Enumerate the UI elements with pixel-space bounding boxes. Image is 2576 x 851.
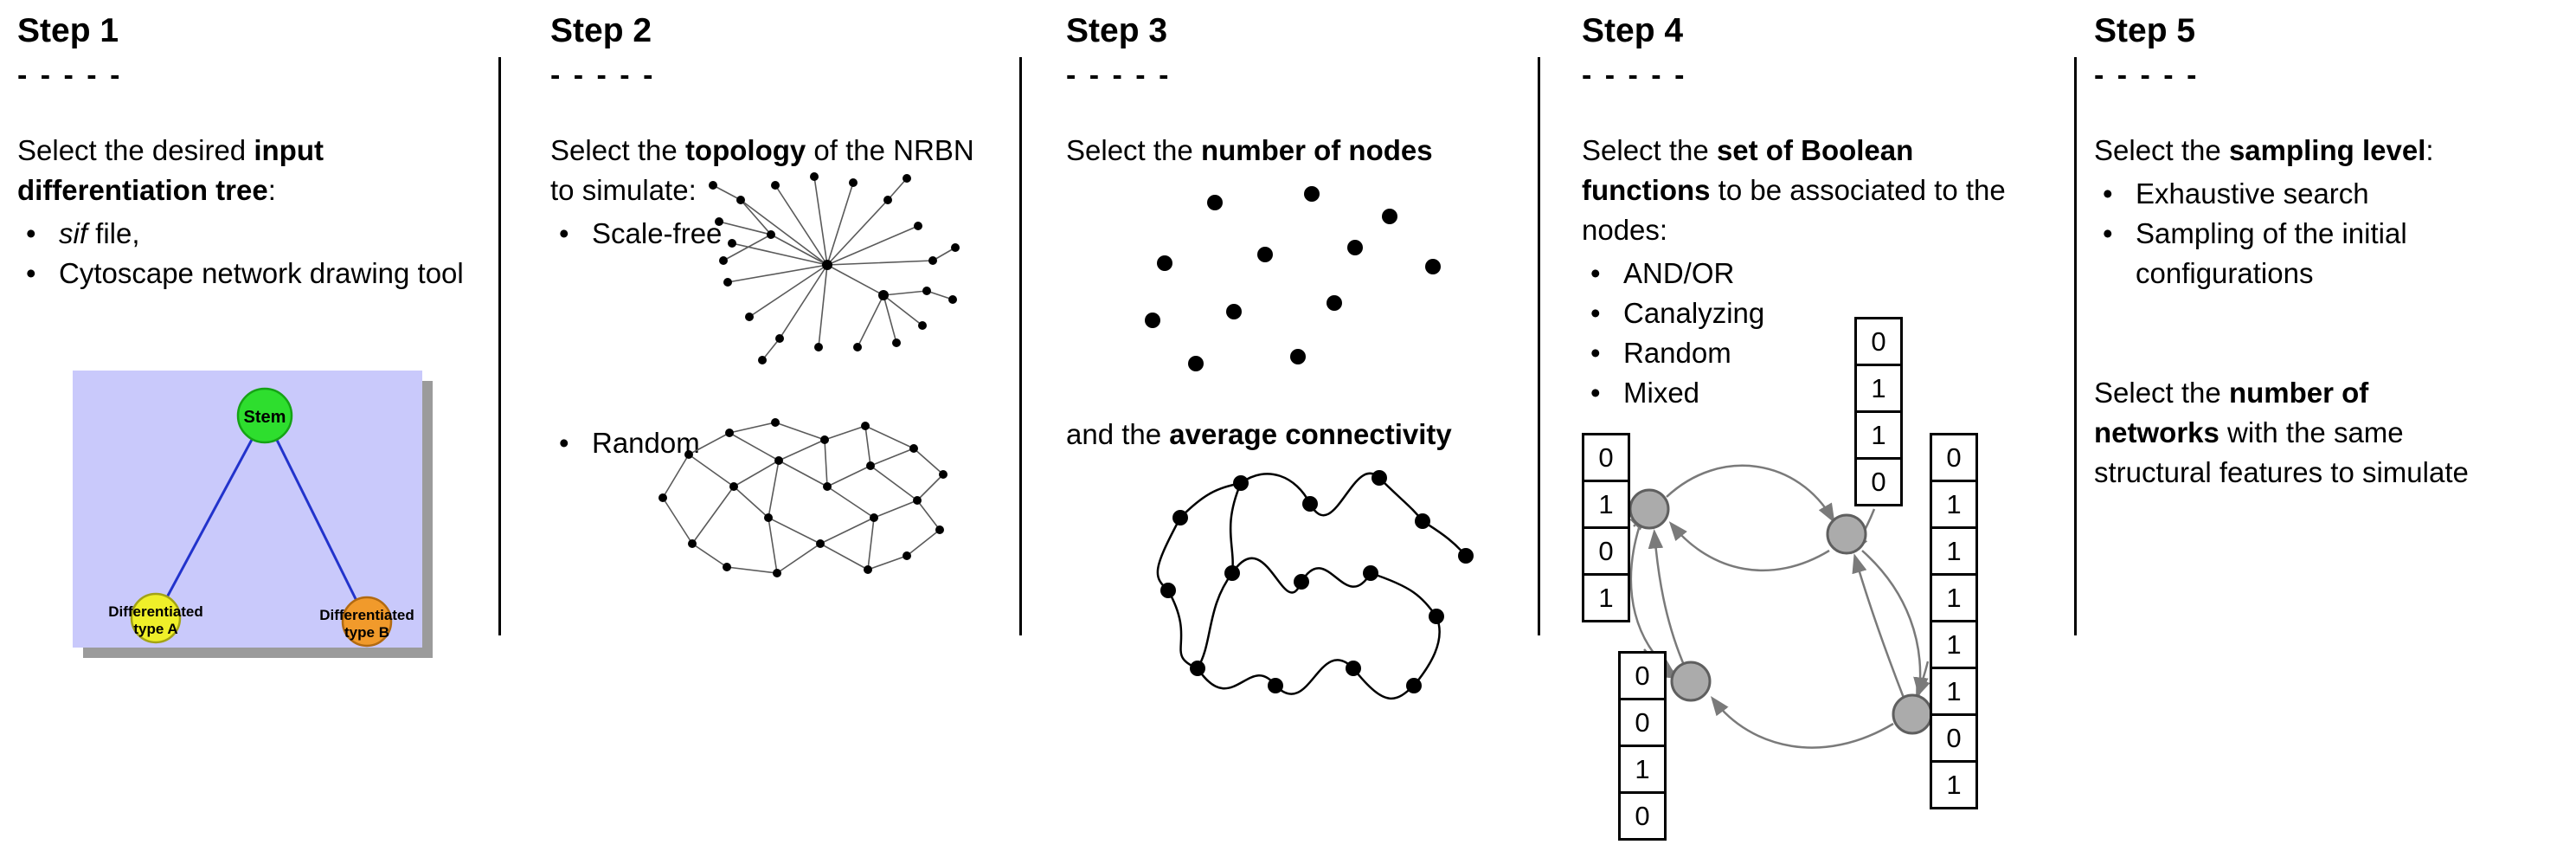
bullet-canalyzing: Canalyzing xyxy=(1582,293,2019,333)
type-a-label-line2: type A xyxy=(133,621,177,637)
tree-edge-a xyxy=(154,415,267,619)
bullet-cytoscape: Cytoscape network drawing tool xyxy=(17,254,491,293)
bullet-and-or: AND/OR xyxy=(1582,254,2019,293)
truth-table-cell: 0 xyxy=(1854,457,1903,506)
step-4-title: Step 4 xyxy=(1582,12,1684,49)
boolean-network-nodes xyxy=(1628,488,1933,735)
random-network-edges xyxy=(662,422,944,574)
column-divider xyxy=(2074,57,2077,635)
column-divider xyxy=(1538,57,1540,635)
truth-table-left: 0 1 0 1 xyxy=(1582,433,1630,622)
scale-free-edges xyxy=(712,176,956,361)
step-5-bullet-list: Exhaustive search Sampling of the initia… xyxy=(2094,174,2501,293)
truth-table-cell: 1 xyxy=(1930,526,1978,576)
stem-node xyxy=(236,387,293,444)
scale-free-nodes xyxy=(709,172,960,364)
bullet-sif-file: sif file, xyxy=(17,214,491,254)
step-3-panel: Step 3 - - - - - Select the number of no… xyxy=(1066,0,1551,851)
step-5-panel: Step 5 - - - - - Select the sampling lev… xyxy=(2094,0,2501,851)
step-1-bullet-list: sif file, Cytoscape network drawing tool xyxy=(17,214,491,293)
connectivity-graphic xyxy=(1156,470,1474,700)
nodes-scatter-graphic xyxy=(1145,186,1441,371)
type-a-label-line1: Differentiated xyxy=(108,603,203,620)
type-b-label-line2: type B xyxy=(344,624,389,641)
type-b-label-line1: Differentiated xyxy=(319,607,414,623)
step-5-title: Step 5 xyxy=(2094,12,2196,49)
step-1-panel: Step 1 - - - - - Select the desired inpu… xyxy=(17,0,491,851)
step-2-description: Select the topology of the NRBN to simul… xyxy=(550,134,974,206)
truth-table-cell: 1 xyxy=(1930,760,1978,809)
step-3-description-nodes: Select the number of nodes xyxy=(1066,134,1433,166)
step-1-description: Select the desired input differentiation… xyxy=(17,134,324,206)
truth-table-top: 0 1 1 0 xyxy=(1854,317,1903,506)
step-1-title: Step 1 xyxy=(17,12,119,49)
step-2-title: Step 2 xyxy=(550,12,652,49)
step-3-dashes: - - - - - xyxy=(1066,59,1172,92)
step-5-description-sampling: Select the sampling level: xyxy=(2094,134,2434,166)
truth-table-cell: 1 xyxy=(1582,573,1630,622)
truth-table-cell: 1 xyxy=(1930,667,1978,716)
truth-table-cell: 1 xyxy=(1618,745,1667,794)
truth-table-bottom: 0 0 1 0 xyxy=(1618,651,1667,841)
scatter-dots xyxy=(1145,186,1441,371)
boolean-network-arrows xyxy=(1629,464,1930,749)
truth-table-cell: 0 xyxy=(1930,433,1978,482)
bullet-sampling-initial-configurations: Sampling of the initial configurations xyxy=(2094,214,2501,293)
random-network-nodes xyxy=(658,418,948,577)
truth-table-cell: 0 xyxy=(1582,526,1630,576)
step-2-dashes: - - - - - xyxy=(550,59,656,92)
truth-table-cell: 1 xyxy=(1854,364,1903,413)
step-4-panel: Step 4 - - - - - Select the set of Boole… xyxy=(1582,0,2019,851)
stem-node-label: Stem xyxy=(244,408,286,427)
truth-table-cell: 0 xyxy=(1618,698,1667,747)
connectivity-nodes xyxy=(1160,470,1474,693)
bullet-scale-free: Scale-free xyxy=(550,214,976,254)
step-1-dashes: - - - - - xyxy=(17,59,123,92)
step-3-description-connectivity: and the average connectivity xyxy=(1066,418,1452,450)
step-4-description: Select the set of Boolean functions to b… xyxy=(1582,134,2006,246)
step-2-bullet-list: Scale-free Random xyxy=(550,214,976,463)
truth-table-cell: 0 xyxy=(1854,317,1903,366)
truth-table-cell: 0 xyxy=(1582,433,1630,482)
step-5-description-networks: Select the number of networks with the s… xyxy=(2094,377,2469,488)
truth-table-cell: 1 xyxy=(1930,573,1978,622)
differentiation-tree-graphic: Stem Differentiated type A Differentiate… xyxy=(73,371,433,658)
step-3-title: Step 3 xyxy=(1066,12,1168,49)
column-divider xyxy=(498,57,501,635)
truth-table-cell: 0 xyxy=(1618,651,1667,700)
step-4-dashes: - - - - - xyxy=(1582,59,1687,92)
step-2-panel: Step 2 - - - - - Select the topology of … xyxy=(550,0,976,851)
truth-table-cell: 1 xyxy=(1930,480,1978,529)
bullet-mixed: Mixed xyxy=(1582,373,2019,413)
column-divider xyxy=(1019,57,1022,635)
bullet-exhaustive-search: Exhaustive search xyxy=(2094,174,2501,214)
scale-free-network-graphic xyxy=(709,172,960,364)
truth-table-right: 0 1 1 1 1 1 0 1 xyxy=(1930,433,1978,809)
type-a-node xyxy=(130,592,182,644)
tree-edge-b xyxy=(263,415,369,622)
bullet-random-functions: Random xyxy=(1582,333,2019,373)
random-network-graphic xyxy=(658,418,948,577)
truth-table-cell: 1 xyxy=(1582,480,1630,529)
step-5-dashes: - - - - - xyxy=(2094,59,2200,92)
bullet-random: Random xyxy=(550,423,976,463)
truth-table-cell: 1 xyxy=(1854,410,1903,460)
step-4-bullet-list: AND/OR Canalyzing Random Mixed xyxy=(1582,254,2019,413)
truth-table-cell: 0 xyxy=(1930,713,1978,763)
truth-table-cell: 0 xyxy=(1618,791,1667,841)
truth-table-cell: 1 xyxy=(1930,620,1978,669)
type-b-node xyxy=(341,596,393,648)
